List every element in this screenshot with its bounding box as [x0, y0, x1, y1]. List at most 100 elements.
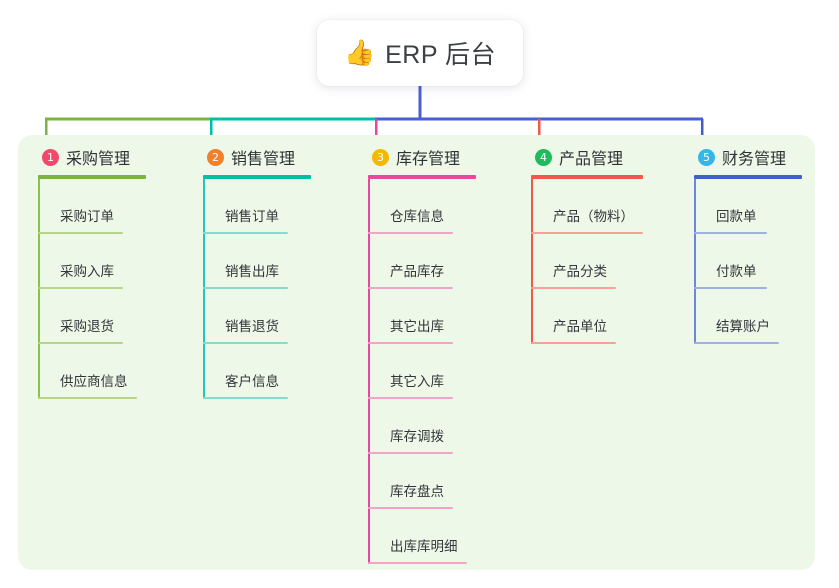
branch-item-label: 销售退货 — [225, 319, 279, 334]
branch-item-label: 付款单 — [716, 264, 757, 279]
branch-item[interactable]: 采购入库 — [38, 234, 146, 289]
page-title: ERP 后台 — [385, 41, 497, 69]
branch-header-3[interactable]: 3 库存管理 — [368, 145, 476, 169]
branch-item-label: 供应商信息 — [60, 374, 128, 389]
branch-item[interactable]: 销售订单 — [203, 179, 311, 234]
branch-item-label: 采购退货 — [60, 319, 114, 334]
branch-underline — [38, 175, 146, 179]
branch-spine — [368, 179, 370, 564]
branch-item-list: 采购订单采购入库采购退货供应商信息 — [38, 179, 146, 399]
branch-item-underline — [38, 287, 123, 289]
branch-title: 产品管理 — [559, 151, 624, 168]
branch-spine — [38, 179, 40, 399]
branch-item-underline — [694, 342, 779, 344]
branch-item-underline — [531, 232, 643, 234]
branch-item-label: 客户信息 — [225, 374, 279, 389]
branch-number-badge: 4 — [535, 148, 552, 166]
branch-item[interactable]: 出库库明细 — [368, 509, 476, 564]
branch-item[interactable]: 采购订单 — [38, 179, 146, 234]
branch-header-2[interactable]: 2 销售管理 — [203, 145, 311, 169]
branch-item[interactable]: 库存盘点 — [368, 454, 476, 509]
branch-item-list: 回款单付款单结算账户 — [694, 179, 802, 344]
branch-item-underline — [38, 397, 137, 399]
branch-underline — [531, 175, 643, 179]
branch-item-underline — [368, 452, 453, 454]
branch-item-list: 仓库信息产品库存其它出库其它入库库存调拨库存盘点出库库明细 — [368, 179, 476, 564]
branch-item-underline — [203, 232, 288, 234]
branch-item-underline — [368, 342, 453, 344]
branch-item-underline — [531, 342, 616, 344]
branch-item-list: 产品（物料） 产品分类产品单位 — [531, 179, 643, 344]
branch-item-label: 仓库信息 — [390, 209, 444, 224]
branch-column-3: 3 库存管理仓库信息产品库存其它出库其它入库库存调拨库存盘点出库库明细 — [368, 145, 476, 564]
branch-item[interactable]: 产品（物料） — [531, 179, 643, 234]
branch-item-underline — [368, 562, 467, 564]
branch-underline — [694, 175, 802, 179]
branch-number-badge: 2 — [207, 148, 224, 166]
branch-item-underline — [368, 232, 453, 234]
branch-item-label: 出库库明细 — [390, 539, 458, 554]
branch-item-underline — [38, 232, 123, 234]
branch-item-label: 产品（物料） — [553, 209, 634, 224]
branch-item[interactable]: 付款单 — [694, 234, 802, 289]
branch-panel — [18, 135, 815, 570]
branch-item[interactable]: 产品库存 — [368, 234, 476, 289]
branch-column-4: 4 产品管理产品（物料） 产品分类产品单位 — [531, 145, 643, 344]
branch-item[interactable]: 结算账户 — [694, 289, 802, 344]
branch-underline — [368, 175, 476, 179]
branch-item[interactable]: 其它入库 — [368, 344, 476, 399]
branch-item-list: 销售订单销售出库销售退货客户信息 — [203, 179, 311, 399]
branch-header-4[interactable]: 4 产品管理 — [531, 145, 643, 169]
branch-item[interactable]: 回款单 — [694, 179, 802, 234]
branch-item-underline — [694, 232, 767, 234]
branch-item-underline — [531, 287, 616, 289]
branch-title: 采购管理 — [66, 151, 131, 168]
branch-item[interactable]: 产品单位 — [531, 289, 643, 344]
root-node-card[interactable]: 👍 ERP 后台 — [317, 20, 523, 86]
branch-item-underline — [203, 342, 288, 344]
branch-item[interactable]: 产品分类 — [531, 234, 643, 289]
branch-item[interactable]: 仓库信息 — [368, 179, 476, 234]
branch-item-underline — [694, 287, 767, 289]
branch-item-label: 产品单位 — [553, 319, 607, 334]
branch-item[interactable]: 销售退货 — [203, 289, 311, 344]
branch-item-label: 销售订单 — [225, 209, 279, 224]
branch-number-badge: 5 — [698, 148, 715, 166]
branch-underline — [203, 175, 311, 179]
branch-spine — [531, 179, 533, 344]
branch-number-badge: 3 — [372, 148, 389, 166]
branch-item-label: 销售出库 — [225, 264, 279, 279]
branch-item[interactable]: 其它出库 — [368, 289, 476, 344]
branch-column-2: 2 销售管理销售订单销售出库销售退货客户信息 — [203, 145, 311, 399]
branch-spine — [203, 179, 205, 399]
thumbs-up-icon: 👍 — [343, 38, 376, 67]
branch-item-underline — [368, 507, 453, 509]
branch-item[interactable]: 供应商信息 — [38, 344, 146, 399]
branch-item-underline — [38, 342, 123, 344]
branch-item-label: 回款单 — [716, 209, 757, 224]
branch-item-label: 产品库存 — [390, 264, 444, 279]
branch-item-label: 库存调拨 — [390, 429, 444, 444]
branch-item[interactable]: 销售出库 — [203, 234, 311, 289]
branch-item-label: 采购入库 — [60, 264, 114, 279]
branch-item-label: 采购订单 — [60, 209, 114, 224]
branch-item-label: 库存盘点 — [390, 484, 444, 499]
branch-item-label: 其它入库 — [390, 374, 444, 389]
branch-spine — [694, 179, 696, 344]
branch-item-underline — [368, 397, 453, 399]
branch-item[interactable]: 库存调拨 — [368, 399, 476, 454]
branch-item-underline — [368, 287, 453, 289]
branch-title: 库存管理 — [396, 151, 461, 168]
branch-title: 销售管理 — [231, 151, 296, 168]
branch-item-underline — [203, 287, 288, 289]
branch-item[interactable]: 采购退货 — [38, 289, 146, 344]
branch-item-underline — [203, 397, 288, 399]
branch-item-label: 产品分类 — [553, 264, 607, 279]
branch-item[interactable]: 客户信息 — [203, 344, 311, 399]
branch-item-label: 结算账户 — [716, 319, 770, 334]
